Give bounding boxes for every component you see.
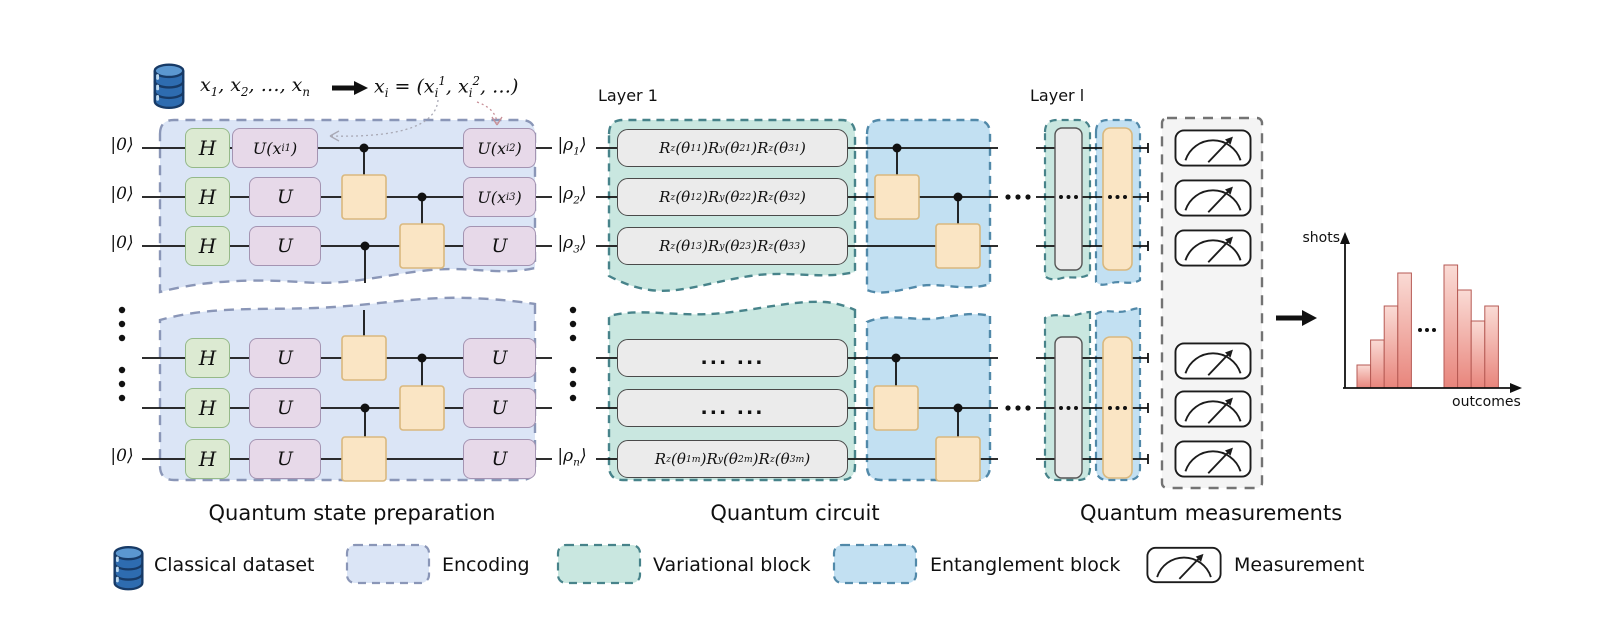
layer-l-label: Layer l xyxy=(1030,86,1085,105)
ket-rhon: |ρn⟩ xyxy=(557,446,587,469)
quantum-measurements-label: Quantum measurements xyxy=(1080,501,1343,525)
histogram-bar xyxy=(1383,305,1399,389)
database-icon-legend xyxy=(113,545,144,591)
legend-classical-dataset: Classical dataset xyxy=(154,554,315,576)
histogram-bar xyxy=(1443,264,1459,389)
histogram-bar xyxy=(1457,289,1472,389)
u-gate-q3: U xyxy=(249,226,321,266)
u-gate2-q4: U xyxy=(463,338,536,378)
ket-zero-q2: |0⟩ xyxy=(110,184,134,204)
u-gate2-qn: U xyxy=(463,439,536,479)
u-gate2-q3: U xyxy=(463,226,536,266)
histogram-bar xyxy=(1484,305,1499,389)
feature-vector-text: xi = (xi1, xi2, …) xyxy=(374,74,519,101)
quantum-circuit-label: Quantum circuit xyxy=(710,501,880,525)
ket-rho1: |ρ1⟩ xyxy=(557,135,587,158)
outcomes-axis-label: outcomes xyxy=(1452,394,1521,410)
legend-measurement: Measurement xyxy=(1234,554,1365,576)
u-gate-qn: U xyxy=(249,439,321,479)
h-gate-q1: H xyxy=(185,128,230,168)
meter-icon xyxy=(1174,129,1252,167)
legend-variational: Variational block xyxy=(653,554,811,576)
histogram-bar xyxy=(1356,364,1372,389)
ellipsis-dots xyxy=(118,194,1127,411)
u-gate2-q5: U xyxy=(463,388,536,428)
meter-icon xyxy=(1174,440,1252,478)
ket-zero-qn: |0⟩ xyxy=(110,446,134,466)
state-preparation-label: Quantum state preparation xyxy=(208,501,496,525)
rotation-gate-ellipsis-q5: ... ... xyxy=(617,389,848,427)
u-gate-q5: U xyxy=(249,388,321,428)
meter-icon xyxy=(1174,390,1252,428)
meter-icon xyxy=(1174,179,1252,217)
legend-encoding: Encoding xyxy=(442,554,530,576)
control-dots xyxy=(359,143,963,413)
feature-to-gate-arrows xyxy=(329,99,503,142)
map-arrow xyxy=(332,81,368,95)
meter-icon xyxy=(1174,342,1252,380)
histogram-bar xyxy=(1397,272,1412,389)
h-gate-q3: H xyxy=(185,226,230,266)
h-gate-q4: H xyxy=(185,338,230,378)
histogram-bars xyxy=(1356,264,1499,389)
legend-entanglement: Entanglement block xyxy=(930,554,1121,576)
rotation-gate-ellipsis-q4: ... ... xyxy=(617,339,848,377)
ket-rho3: |ρ3⟩ xyxy=(557,233,587,256)
u-gate-q2: U xyxy=(249,177,321,217)
ket-zero-q3: |0⟩ xyxy=(110,233,134,253)
layer-l-variational-box xyxy=(1054,127,1083,479)
shots-axis-label: shots xyxy=(1302,230,1340,246)
histogram-bar xyxy=(1470,320,1486,389)
dataset-sequence-text: x1, x2, …, xn xyxy=(200,74,310,99)
meter-icon xyxy=(1174,229,1252,267)
h-gate-q5: H xyxy=(185,388,230,428)
entangling-gate-boxes xyxy=(341,174,981,482)
h-gate-qn: H xyxy=(185,439,230,479)
h-gate-q2: H xyxy=(185,177,230,217)
layer-1-label: Layer 1 xyxy=(598,86,658,105)
to-histogram-arrow xyxy=(1276,310,1317,326)
ket-zero-q1: |0⟩ xyxy=(110,135,134,155)
u-gate-q4: U xyxy=(249,338,321,378)
database-icon xyxy=(153,63,185,110)
layer-l-entanglement-box xyxy=(1102,127,1133,479)
control-connectors xyxy=(363,148,959,459)
ket-rho2: |ρ2⟩ xyxy=(557,184,587,207)
shots-histogram xyxy=(1340,232,1522,393)
measurements-region xyxy=(1160,116,1264,490)
histogram-bar xyxy=(1370,339,1385,389)
